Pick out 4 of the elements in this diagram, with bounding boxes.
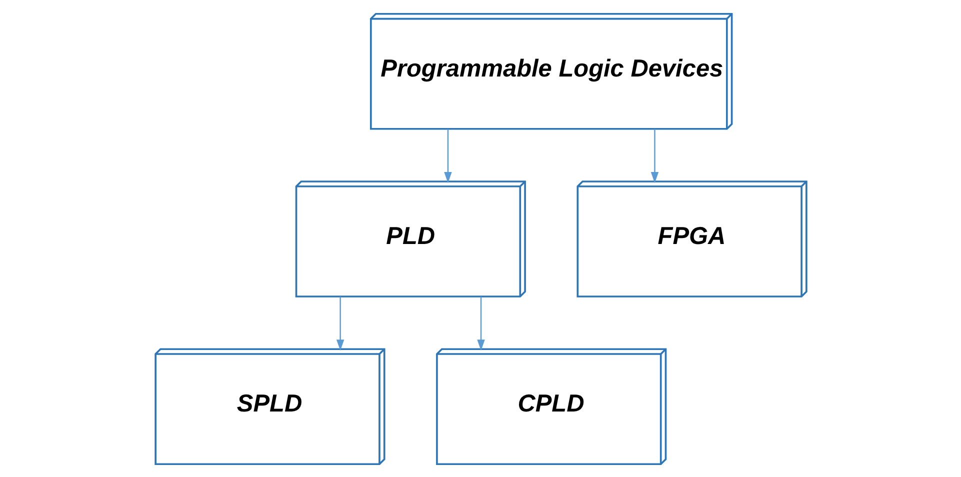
arrow <box>336 296 344 350</box>
arrow <box>650 128 658 183</box>
arrow <box>476 296 484 350</box>
arrow <box>444 128 452 183</box>
